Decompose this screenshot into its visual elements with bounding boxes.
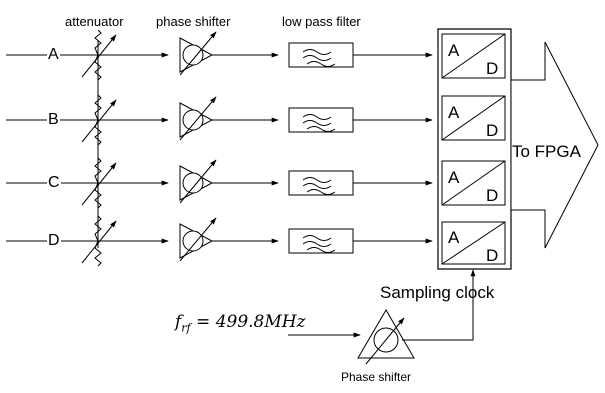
adc-d-analog-label: A [448,228,460,247]
adc-a-digital-label: D [486,59,499,78]
adc-d-digital-label: D [486,246,499,265]
channel-b-label: B [47,111,60,128]
low-pass-filter-header: low pass filter [282,14,361,29]
channel-a-label: A [47,46,60,63]
adc-b-digital-label: D [486,121,499,140]
adc-b-analog-label: A [448,103,460,122]
sampling-clock-label: Sampling clock [380,283,495,302]
clock-path [288,269,476,364]
channel-c-label: C [47,174,61,191]
to-fpga-arrow [511,42,598,248]
channel-a-path [6,30,505,80]
rf-frequency-value: = 499.8MHz [196,312,306,332]
adc-c-analog-label: A [448,168,460,187]
rf-frequency-symbol: f [175,312,182,332]
channel-d-path [6,216,505,266]
attenuator-header: attenuator [65,14,124,29]
to-fpga-label: To FPGA [512,142,581,161]
phase-shifter-header: phase shifter [156,14,231,29]
rf-frequency-label: frf = 499.8MHz [175,312,306,334]
channel-b-path [6,95,505,145]
channel-c-path [6,158,505,208]
channel-d-label: D [47,232,61,249]
adc-c-digital-label: D [486,186,499,205]
rf-frequency-subscript: rf [181,321,191,335]
clock-phase-shifter-label: Phase shifter [341,370,412,384]
adc-a-analog-label: A [448,41,460,60]
